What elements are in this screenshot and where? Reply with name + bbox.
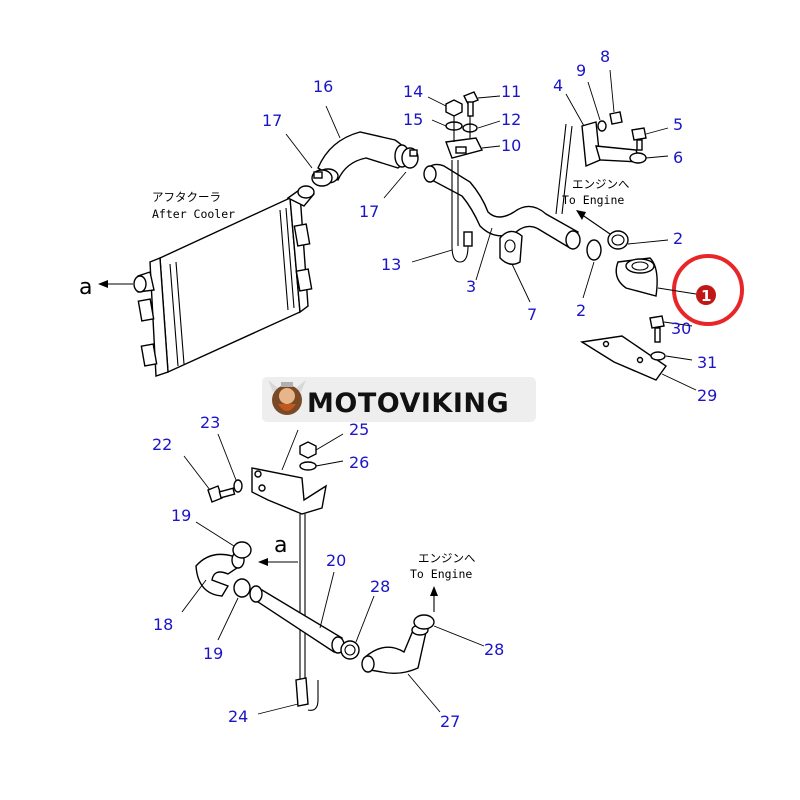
watermark-banner: MOTOVIKING — [262, 377, 536, 422]
watermark-text: MOTOVIKING — [307, 388, 509, 419]
callout-23: 23 — [200, 413, 220, 432]
callout-18: 18 — [153, 615, 173, 634]
washer-26 — [299, 461, 317, 471]
after-cooler-jp-label: アフタクーラ — [152, 190, 221, 204]
callout-15: 15 — [403, 110, 423, 129]
clamp-7 — [499, 230, 523, 265]
nut-25 — [299, 441, 317, 459]
clamp-19-upper — [232, 541, 252, 559]
clamp-2-lower — [586, 239, 602, 261]
bolt-5 — [631, 127, 647, 151]
hose-1 — [615, 257, 658, 297]
callout-2-lower: 2 — [576, 301, 586, 320]
callout-22: 22 — [152, 435, 172, 454]
ref-a-label-top: a — [79, 275, 92, 300]
callout-25: 25 — [349, 420, 369, 439]
bolt-22 — [207, 485, 236, 503]
highlight-ring — [672, 254, 744, 326]
callout-31: 31 — [697, 353, 717, 372]
callout-3: 3 — [466, 277, 476, 296]
pipe-20 — [249, 585, 345, 654]
leader-lines — [181, 69, 697, 715]
callout-28-right: 28 — [484, 640, 504, 659]
nut-14 — [445, 99, 463, 117]
callout-4: 4 — [553, 76, 563, 95]
callout-16: 16 — [313, 77, 333, 96]
hose-27 — [361, 624, 429, 675]
callout-19-upper: 19 — [171, 506, 191, 525]
bracket-10 — [445, 137, 484, 159]
callout-5: 5 — [673, 115, 683, 134]
to-engine-jp-top: エンジンへ — [572, 177, 630, 191]
ref-a-label-bottom: a — [274, 533, 287, 558]
callout-8: 8 — [600, 47, 610, 66]
washer-23 — [233, 479, 243, 493]
callout-17-left: 17 — [262, 111, 282, 130]
plate-29 — [580, 335, 667, 381]
callout-14: 14 — [403, 82, 423, 101]
callout-26: 26 — [349, 453, 369, 472]
callout-20: 20 — [326, 551, 346, 570]
clamp-19-lower — [233, 578, 251, 598]
callout-12: 12 — [501, 110, 521, 129]
callout-13: 13 — [381, 255, 401, 274]
u-bolt-13 — [451, 160, 473, 263]
callout-27: 27 — [440, 712, 460, 731]
to-engine-en-top: To Engine — [562, 193, 624, 207]
clamp-28-upper-right — [413, 614, 435, 630]
callout-9: 9 — [576, 61, 586, 80]
bolt-8 — [609, 111, 623, 125]
clamp-2-upper — [607, 230, 629, 250]
callout-19-lower: 19 — [203, 644, 223, 663]
callout-29: 29 — [697, 386, 717, 405]
callout-24: 24 — [228, 707, 248, 726]
callout-30: 30 — [671, 319, 691, 338]
callout-6: 6 — [673, 148, 683, 167]
bolt-11 — [463, 91, 479, 117]
clamp-17-right — [401, 147, 419, 169]
to-engine-jp-bottom: エンジンへ — [418, 551, 476, 565]
part-1-label: 1 — [701, 287, 711, 305]
washer-6 — [629, 152, 647, 164]
to-engine-en-bottom: To Engine — [410, 567, 472, 581]
after-cooler — [133, 185, 315, 377]
u-bolt-24 — [295, 677, 319, 711]
part-1-badge — [696, 285, 716, 305]
bracket-4 — [581, 121, 641, 168]
pipe-3 — [423, 163, 581, 250]
callout-2-upper: 2 — [673, 229, 683, 248]
callout-10: 10 — [501, 136, 521, 155]
callout-28-left: 28 — [370, 577, 390, 596]
callout-7: 7 — [527, 305, 537, 324]
bolt-30 — [649, 315, 665, 343]
washer-31 — [650, 351, 666, 361]
callout-11: 11 — [501, 82, 521, 101]
washer-9 — [597, 120, 607, 132]
clamp-28-lower-left — [340, 640, 360, 660]
viking-logo-icon — [268, 380, 306, 415]
after-cooler-en-label: After Cooler — [152, 207, 235, 221]
callout-17-right: 17 — [359, 202, 379, 221]
callout-labels: 16 17 17 14 11 15 12 10 13 3 7 2 2 4 9 8… — [152, 47, 717, 731]
bracket-25-26 — [251, 467, 327, 515]
clamp-17-left — [311, 169, 333, 187]
